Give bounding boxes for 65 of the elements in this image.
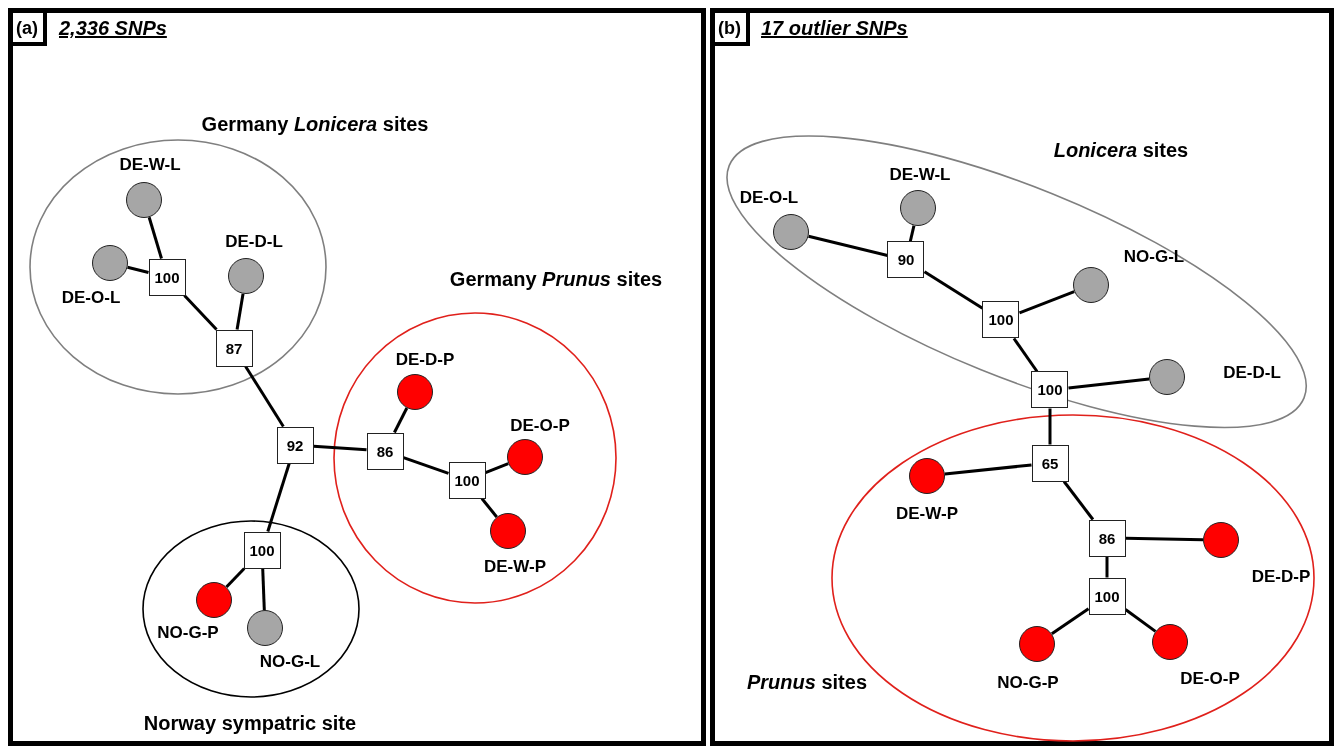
bootstrap-box: 92 bbox=[276, 426, 314, 464]
site-label: DE-D-P bbox=[1250, 566, 1312, 588]
panel-title: 17 outlier SNPs bbox=[761, 16, 908, 41]
branch-line bbox=[1125, 536, 1204, 542]
branch-line bbox=[183, 294, 218, 331]
branch-line bbox=[147, 216, 163, 259]
branch-line bbox=[266, 463, 291, 532]
bootstrap-box: 65 bbox=[1031, 444, 1069, 482]
branch-line bbox=[225, 567, 246, 589]
cluster-heading: Germany Prunus sites bbox=[448, 267, 664, 292]
site-label: NO-G-L bbox=[1122, 246, 1186, 268]
panel bbox=[710, 8, 1334, 746]
site-label: DE-D-P bbox=[394, 349, 456, 371]
branch-line bbox=[1124, 608, 1157, 633]
site-label: DE-W-P bbox=[895, 503, 959, 525]
branch-line bbox=[808, 234, 888, 257]
branch-line bbox=[244, 365, 285, 428]
site-label: DE-W-L bbox=[118, 154, 182, 176]
cluster-heading: Germany Lonicera sites bbox=[200, 112, 430, 137]
bootstrap-box: 100 bbox=[148, 258, 186, 296]
cluster-heading: Norway sympatric site bbox=[142, 711, 358, 736]
site-label: DE-O-P bbox=[1179, 668, 1241, 690]
branch-line bbox=[923, 270, 984, 310]
site-label: DE-O-L bbox=[738, 187, 800, 209]
site-label: DE-D-L bbox=[1222, 362, 1282, 384]
bootstrap-box: 87 bbox=[215, 329, 253, 367]
branch-line bbox=[944, 463, 1032, 476]
site-label: DE-O-L bbox=[60, 287, 122, 309]
branch-line bbox=[1018, 290, 1075, 315]
site-label: NO-G-P bbox=[996, 672, 1060, 694]
branch-line bbox=[1068, 377, 1150, 390]
bootstrap-box: 86 bbox=[1088, 519, 1126, 557]
branch-line bbox=[313, 444, 367, 452]
branch-line bbox=[127, 265, 149, 274]
site-label: NO-G-P bbox=[156, 622, 220, 644]
branch-line bbox=[403, 456, 449, 475]
bootstrap-box: 90 bbox=[887, 241, 925, 279]
branch-line bbox=[1062, 480, 1095, 521]
branch-line bbox=[484, 462, 509, 475]
site-label: DE-D-L bbox=[224, 231, 284, 253]
site-label: NO-G-L bbox=[258, 651, 322, 673]
bootstrap-box: 100 bbox=[243, 531, 281, 569]
cluster-heading: Prunus sites bbox=[745, 670, 869, 695]
branch-line bbox=[393, 407, 409, 434]
branch-line bbox=[1048, 408, 1052, 445]
panel-tag: (a) bbox=[13, 13, 47, 46]
site-label: DE-W-L bbox=[888, 164, 952, 186]
panel-tag: (b) bbox=[715, 13, 750, 46]
branch-line bbox=[261, 568, 266, 611]
bootstrap-box: 86 bbox=[366, 432, 404, 470]
branch-line bbox=[908, 225, 916, 242]
branch-line bbox=[480, 497, 498, 518]
bootstrap-box: 100 bbox=[448, 461, 486, 499]
branch-line bbox=[235, 293, 245, 330]
branch-line bbox=[1051, 607, 1090, 636]
cluster-heading: Lonicera sites bbox=[1052, 138, 1190, 163]
branch-line bbox=[1105, 556, 1109, 578]
panel-title: 2,336 SNPs bbox=[59, 16, 167, 41]
bootstrap-box: 100 bbox=[1088, 577, 1126, 615]
bootstrap-box: 100 bbox=[982, 301, 1020, 339]
panel bbox=[8, 8, 706, 746]
site-label: DE-O-P bbox=[509, 415, 571, 437]
bootstrap-box: 100 bbox=[1031, 371, 1069, 409]
branch-line bbox=[1012, 337, 1039, 373]
site-label: DE-W-P bbox=[483, 556, 547, 578]
